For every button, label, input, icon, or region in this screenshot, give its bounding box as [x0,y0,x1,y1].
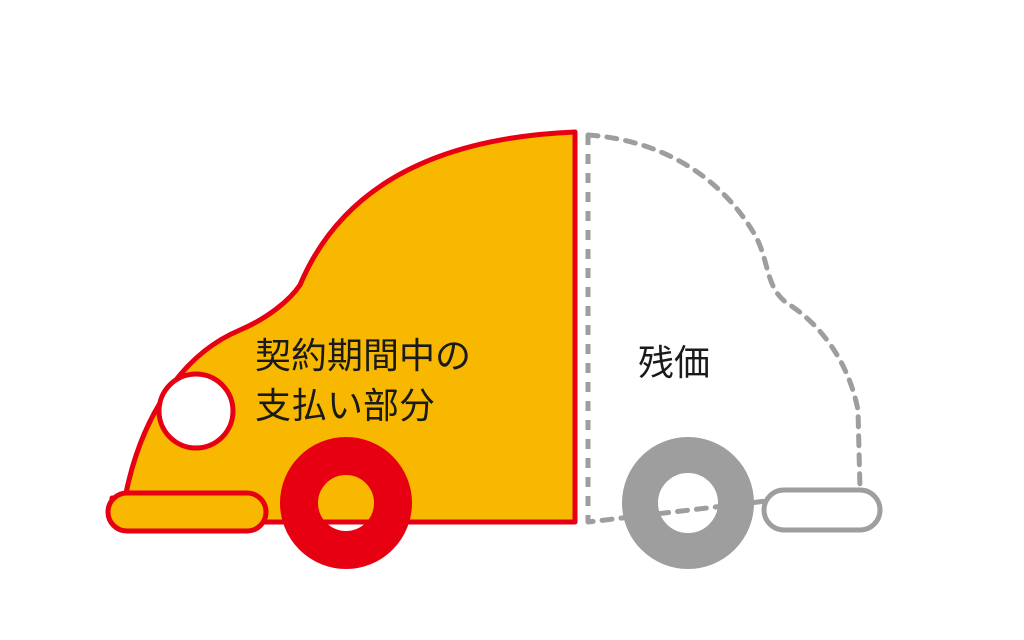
residual-car-half [585,132,883,569]
residual-value-label: 残価 [638,343,710,384]
front-wheel [280,437,412,569]
headlight [156,371,236,451]
paid-car-half: 契約期間中の 支払い部分 [105,129,578,569]
rear-bumper [761,487,883,533]
paid-portion-label: 契約期間中の 支払い部分 [255,336,482,427]
paid-label-line-2: 支払い部分 [255,386,435,427]
rear-wheel [622,437,754,569]
front-bumper [105,490,269,534]
paid-label-line-1: 契約期間中の [255,336,471,377]
